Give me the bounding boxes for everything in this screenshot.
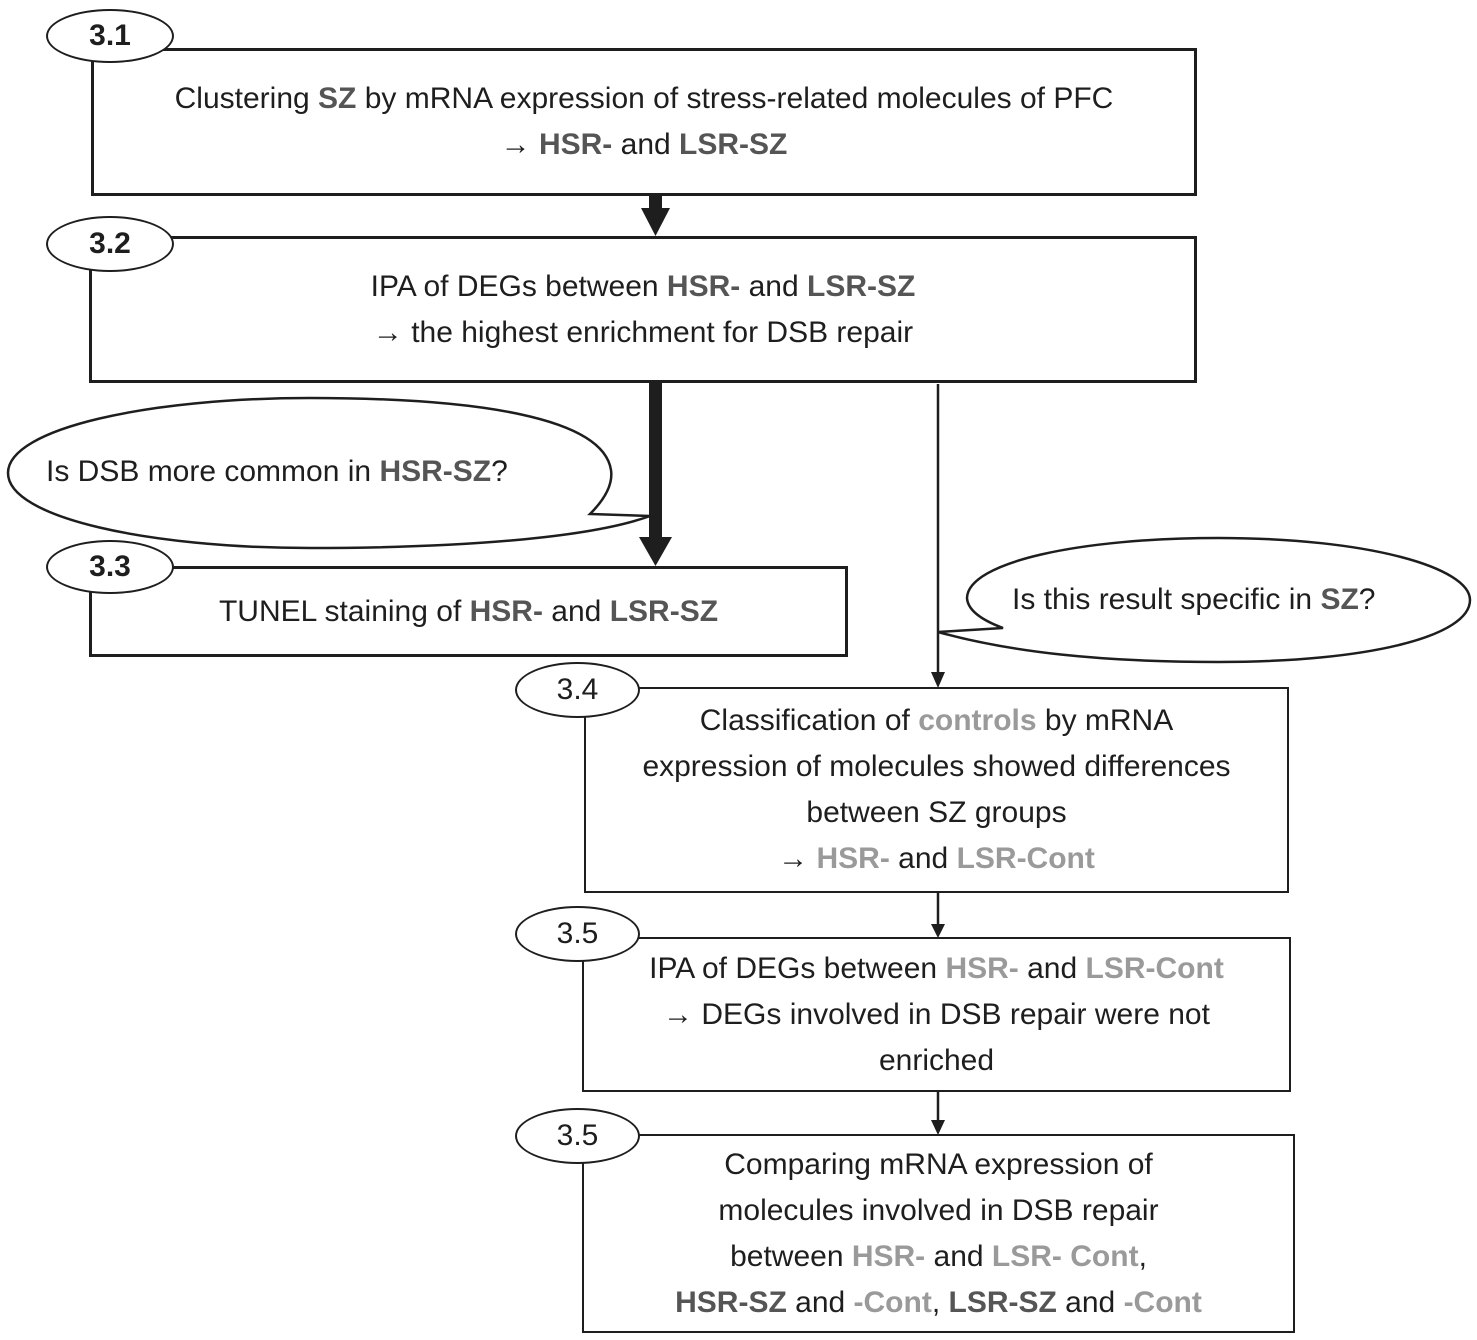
- hsr-label: HSR-: [816, 842, 890, 875]
- speech-bubble-dsb: Is DSB more common in HSR-SZ?: [46, 455, 508, 489]
- comma-text: ,: [1138, 1239, 1147, 1273]
- and-text: and: [612, 128, 680, 161]
- sz-label: SZ: [1320, 583, 1359, 616]
- step-3-5b-line-4: HSR-SZ and -Cont, LSR-SZ and -Cont: [675, 1280, 1202, 1326]
- cont-label: -Cont: [1123, 1285, 1202, 1319]
- lsr-cont-label: LSR- Cont: [991, 1239, 1139, 1273]
- step-3-2-box: IPA of DEGs between HSR- and LSR-SZ → th…: [89, 236, 1197, 383]
- step-3-4-line-2: expression of molecules showed differenc…: [642, 750, 1231, 783]
- step-3-5-text: IPA of DEGs between: [649, 951, 946, 985]
- hsr-sz-label: HSR-SZ: [379, 455, 492, 488]
- step-3-1-box: Clustering SZ by mRNA expression of stre…: [91, 48, 1197, 196]
- arrow-3-1-to-3-2-head: [641, 208, 670, 236]
- step-3-3-box: TUNEL staining of HSR- and LSR-SZ: [89, 566, 848, 657]
- step-3-1-text-post: by mRNA expression of stress-related mol…: [356, 82, 1114, 115]
- step-3-5-line-2: → DEGs involved in DSB repair were not: [663, 997, 1210, 1031]
- lsr-sz-label: LSR-SZ: [948, 1285, 1057, 1319]
- step-3-5b-line-3: between HSR- and LSR- Cont,: [730, 1234, 1147, 1280]
- lsr-cont-label: LSR-Cont: [1085, 951, 1224, 985]
- arrow-3-2-to-3-3-head: [639, 537, 672, 566]
- step-3-3-line-1: TUNEL staining of HSR- and LSR-SZ: [219, 589, 718, 635]
- hsr-sz-label: HSR-SZ: [675, 1285, 787, 1319]
- step-3-5-box: IPA of DEGs between HSR- and LSR-Cont → …: [582, 937, 1291, 1092]
- step-3-3-tag: 3.3: [46, 540, 174, 594]
- step-3-1-line-1: Clustering SZ by mRNA expression of stre…: [175, 76, 1114, 122]
- step-3-2-text: IPA of DEGs between: [370, 269, 667, 303]
- step-3-2-line-1: IPA of DEGs between HSR- and LSR-SZ: [371, 264, 916, 310]
- lsr-sz-label: LSR-SZ: [679, 128, 788, 161]
- bubble-dsb-text: Is DSB more common in: [46, 455, 380, 488]
- and-text: and: [542, 594, 610, 628]
- controls-label: controls: [918, 704, 1037, 737]
- step-3-4-line-3: between SZ groups: [806, 796, 1067, 829]
- lsr-sz-label: LSR-SZ: [609, 594, 719, 628]
- bubble-specific-text: Is this result specific in: [1012, 583, 1321, 616]
- step-3-1-text: Clustering: [174, 82, 319, 115]
- sz-label: SZ: [318, 82, 357, 115]
- speech-bubble-dsb-shape: [6, 396, 651, 550]
- step-3-2-line-2: → the highest enrichment for DSB repair: [372, 315, 914, 349]
- step-3-5b-line-1: Comparing mRNA expression of: [724, 1147, 1153, 1181]
- step-3-4-line-4: → HSR- and LSR-Cont: [778, 836, 1095, 882]
- hsr-label: HSR-: [469, 594, 543, 628]
- step-3-5b-tag: 3.5: [515, 1108, 640, 1164]
- step-3-5b-box: Comparing mRNA expression of molecules i…: [582, 1134, 1295, 1333]
- step-3-4-text: Classification of: [699, 704, 919, 737]
- question-mark: ?: [491, 455, 508, 488]
- and-text: and: [740, 269, 807, 303]
- hsr-label: HSR-: [851, 1239, 926, 1273]
- speech-bubble-specific: Is this result specific in SZ?: [1012, 583, 1375, 617]
- step-3-5-line-1: IPA of DEGs between HSR- and LSR-Cont: [649, 946, 1224, 992]
- comma-text: ,: [931, 1285, 949, 1319]
- step-3-5-tag: 3.5: [515, 906, 640, 962]
- result-arrow: →: [778, 842, 817, 875]
- hsr-label: HSR-: [666, 269, 741, 303]
- step-3-5-line-3: enriched: [878, 1043, 995, 1077]
- step-3-4-text-post: by mRNA: [1036, 704, 1174, 737]
- result-arrow: →: [500, 128, 539, 161]
- hsr-label: HSR-: [945, 951, 1019, 985]
- arrow-3-2-to-3-3-shaft: [649, 382, 662, 540]
- step-3-5b-line-2: molecules involved in DSB repair: [718, 1193, 1159, 1227]
- step-3-1-line-2: → HSR- and LSR-SZ: [501, 122, 788, 168]
- and-text: and: [1056, 1285, 1124, 1319]
- lsr-sz-label: LSR-SZ: [807, 269, 916, 303]
- step-3-3-text: TUNEL staining of: [218, 594, 470, 628]
- and-text: and: [925, 1239, 992, 1273]
- step-3-5b-text: between: [730, 1239, 852, 1273]
- speech-bubble-specific-shape: [937, 536, 1472, 664]
- step-3-4-box: Classification of controls by mRNA expre…: [584, 687, 1289, 893]
- arrow-3-5-to-3-5b-head: [931, 1120, 945, 1135]
- arrow-3-2-to-3-4-head: [931, 672, 945, 688]
- arrow-3-4-to-3-5-head: [931, 924, 945, 938]
- and-text: and: [1018, 951, 1086, 985]
- step-3-4-line-1: Classification of controls by mRNA: [700, 698, 1173, 744]
- cont-label: -Cont: [853, 1285, 932, 1319]
- and-text: and: [889, 842, 957, 875]
- question-mark: ?: [1358, 583, 1376, 616]
- and-text: and: [786, 1285, 854, 1319]
- step-3-1-tag: 3.1: [46, 9, 174, 63]
- step-3-4-tag: 3.4: [515, 662, 640, 718]
- step-3-2-tag: 3.2: [46, 216, 174, 272]
- hsr-label: HSR-: [538, 128, 613, 161]
- lsr-cont-label: LSR-Cont: [956, 842, 1095, 875]
